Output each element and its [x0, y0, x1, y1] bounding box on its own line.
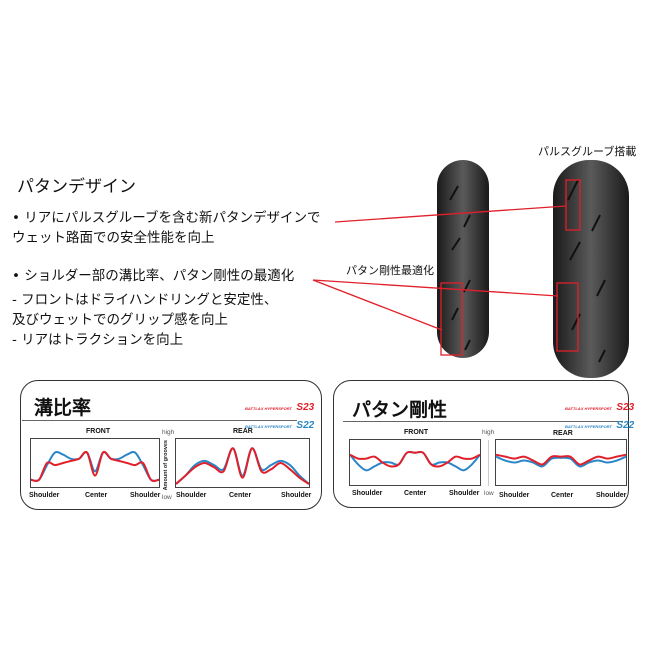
x-tick: Shoulder — [176, 492, 207, 499]
series-line-s23 — [30, 450, 160, 483]
legend-s23: S23 — [296, 402, 315, 413]
bullet-text: 及びウェットでのグリップ感を向上 — [12, 312, 228, 328]
bullet-text: - リアはトラクションを向上 — [12, 332, 184, 348]
panel-label: FRONT — [86, 428, 111, 435]
x-tick: Shoulder — [449, 490, 480, 497]
panel-label: REAR — [553, 430, 573, 437]
legend-brand-s22: BATTLAX HYPERSPORT — [245, 424, 292, 429]
panel-label: REAR — [233, 428, 253, 435]
chart-groove-front — [30, 438, 160, 488]
bullet-text: • ショルダー部の溝比率、パタン剛性の最適化 — [12, 268, 295, 284]
bullet-text: - フロントはドライハンドリングと安定性、 — [12, 292, 278, 308]
axis-low: low — [484, 490, 494, 497]
x-tick: Center — [229, 492, 252, 499]
bullet-text: • リアにパルスグルーブを含む新パタンデザインで — [12, 210, 321, 226]
x-tick: Center — [85, 492, 108, 499]
x-tick: Center — [551, 492, 574, 499]
chart-groove-rear — [175, 438, 310, 488]
bullet-text: ウェット路面での安全性能を向上 — [12, 230, 215, 246]
front-tire — [437, 160, 489, 358]
tread-grooves — [449, 179, 606, 363]
rear-tire — [553, 160, 629, 378]
axis-high: high — [162, 429, 175, 436]
series-line-s22 — [30, 450, 160, 482]
x-tick: Shoulder — [352, 490, 383, 497]
x-tick: Shoulder — [29, 492, 60, 499]
divider — [343, 421, 623, 422]
axis-arrow — [488, 440, 489, 486]
x-tick: Shoulder — [499, 492, 530, 499]
x-tick: Shoulder — [130, 492, 161, 499]
callout-lines — [312, 179, 581, 356]
card-title: 溝比率 — [34, 397, 92, 419]
chart-stiffness-front — [349, 439, 481, 486]
card-title: パタン剛性 — [352, 399, 448, 421]
legend-brand-s23: BATTLAX HYPERSPORT — [565, 406, 612, 411]
axis-high: high — [482, 429, 495, 436]
callout-stiffness: パタン剛性最適化 — [346, 264, 434, 277]
series-line-s23 — [349, 450, 481, 468]
y-axis-label: Amount of grooves — [163, 440, 169, 491]
legend: BATTLAX HYPERSPORT S23 BATTLAX HYPERSPOR… — [245, 397, 314, 433]
divider — [22, 420, 297, 421]
series-line-s23 — [495, 453, 627, 466]
x-tick: Shoulder — [281, 492, 312, 499]
legend-brand-s23: BATTLAX HYPERSPORT — [245, 406, 292, 411]
chart-stiffness-rear — [495, 439, 627, 486]
section-heading: パタンデザイン — [17, 177, 136, 197]
series-line-s22 — [349, 450, 481, 472]
axis-low: low — [162, 494, 172, 501]
legend: BATTLAX HYPERSPORT S23 BATTLAX HYPERSPOR… — [565, 397, 634, 433]
x-tick: Shoulder — [596, 492, 627, 499]
tire-illustration — [312, 160, 629, 378]
series-line-s22 — [495, 455, 627, 468]
series-line-s22 — [175, 447, 310, 485]
legend-brand-s22: BATTLAX HYPERSPORT — [565, 424, 612, 429]
legend-s23: S23 — [616, 402, 635, 413]
series-line-s23 — [175, 447, 310, 485]
callout-pulse-groove: パルスグルーブ搭載 — [538, 145, 637, 158]
x-tick: Center — [404, 490, 427, 497]
legend-s22: S22 — [296, 420, 315, 431]
panel-label: FRONT — [404, 429, 429, 436]
legend-s22: S22 — [616, 420, 635, 431]
